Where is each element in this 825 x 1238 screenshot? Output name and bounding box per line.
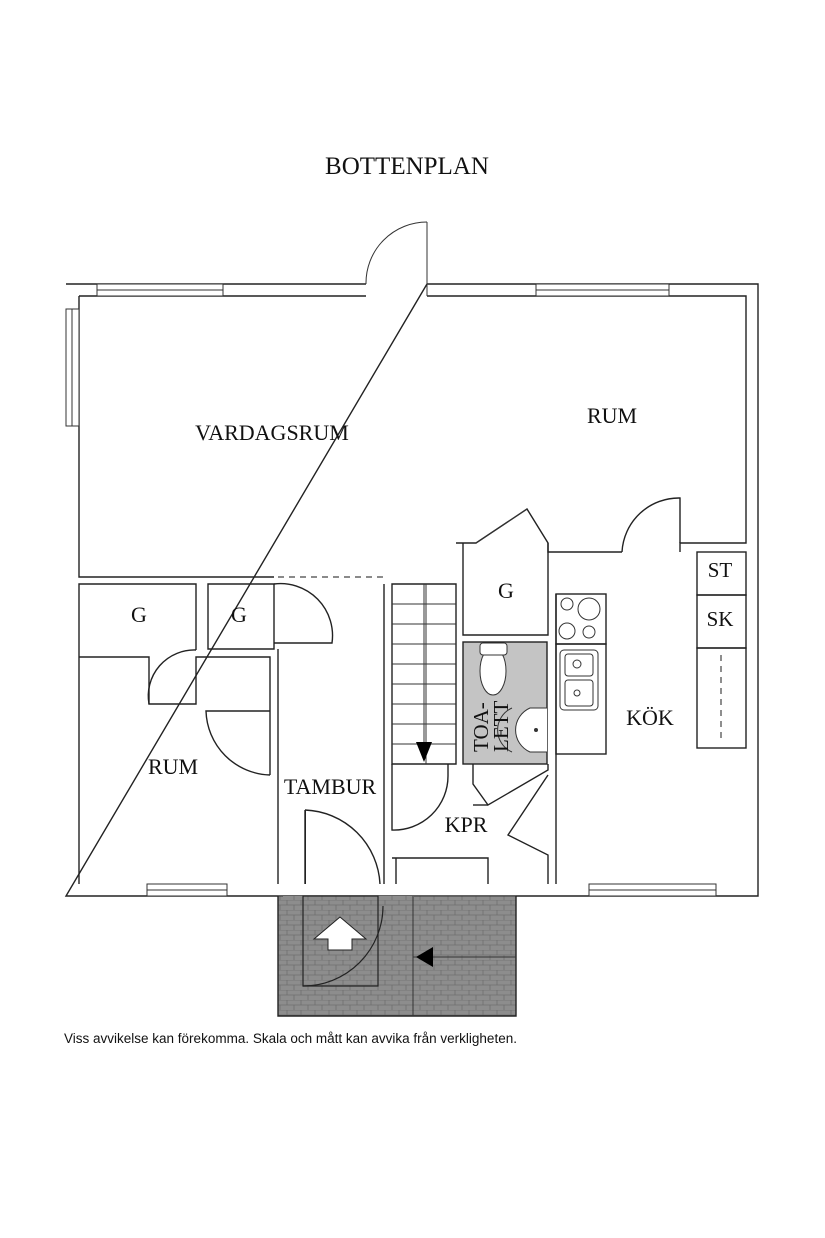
cabinets	[696, 551, 747, 749]
sink	[555, 643, 607, 755]
label-st: ST	[708, 558, 733, 582]
label-toa-line1: TOA-	[469, 702, 493, 752]
entrance-door	[304, 809, 381, 885]
label-toa-line2: LETT	[489, 701, 513, 752]
label-tambur: TAMBUR	[284, 774, 377, 799]
stove	[558, 597, 601, 640]
label-g-right: G	[498, 578, 514, 603]
staircase	[392, 584, 456, 764]
label-rum-left: RUM	[148, 754, 198, 779]
label-kok: KÖK	[626, 705, 674, 730]
outer-walls	[64, 283, 759, 897]
label-g-mid: G	[231, 602, 247, 627]
label-g-left: G	[131, 602, 147, 627]
toilet-room	[462, 641, 548, 765]
disclaimer-text: Viss avvikelse kan förekomma. Skala och …	[64, 1031, 517, 1046]
main-door	[365, 221, 428, 296]
interior-walls	[79, 497, 747, 884]
label-rum-top: RUM	[587, 403, 637, 428]
label-sk: SK	[707, 607, 734, 631]
windows	[65, 283, 717, 897]
plan-title: BOTTENPLAN	[325, 153, 489, 180]
label-kpr: KPR	[445, 812, 488, 837]
porch	[277, 895, 517, 1017]
label-vardagsrum: VARDAGSRUM	[195, 420, 349, 445]
